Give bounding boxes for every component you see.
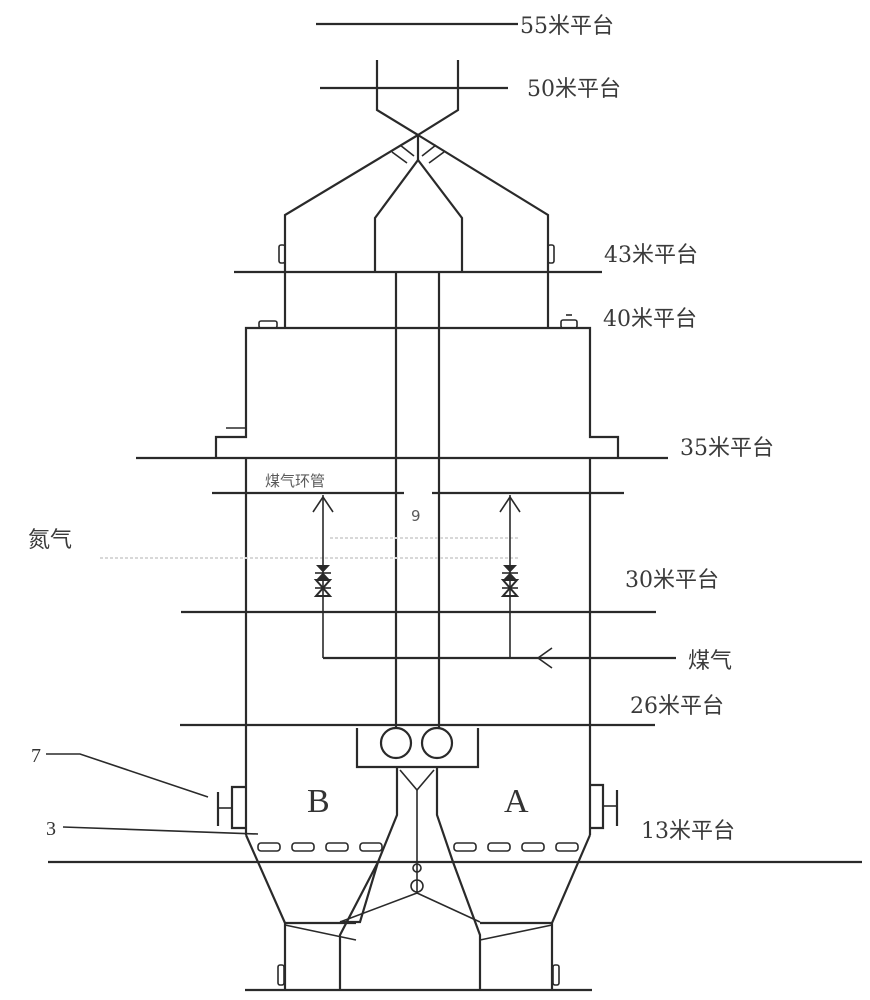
label-30m: 30米平台 <box>625 568 719 593</box>
grate-slots-b <box>257 842 383 852</box>
label-26m: 26米平台 <box>630 694 724 719</box>
leader-3 <box>62 826 259 835</box>
circle-valve-right <box>420 726 454 760</box>
side-fitting-left <box>216 785 246 830</box>
label-43m: 43米平台 <box>604 243 698 268</box>
label-chamber-a: A <box>504 783 529 820</box>
label-40m: 40米平台 <box>603 307 697 332</box>
gas-riser-left <box>312 495 334 658</box>
label-35m: 35米平台 <box>680 436 774 461</box>
label-gas: 煤气 <box>688 649 732 674</box>
upper-body <box>214 326 620 458</box>
label-chamber-b: B <box>307 783 330 820</box>
top-chute-assembly <box>278 60 555 272</box>
circle-valve-left <box>379 726 413 760</box>
label-part-7: 7 <box>31 745 41 767</box>
grate-slots-a <box>453 842 579 852</box>
label-13m: 13米平台 <box>641 819 735 844</box>
leader-7 <box>46 753 209 798</box>
label-nitrogen: 氮气 <box>28 528 72 553</box>
hopper-a <box>479 834 592 990</box>
label-part-3: 3 <box>46 818 56 840</box>
gas-riser-right <box>499 495 521 658</box>
side-fitting-right <box>590 783 619 830</box>
label-part-9: 9 <box>411 507 421 525</box>
distributor-box <box>355 728 480 769</box>
label-55m: 55米平台 <box>520 14 614 39</box>
label-gas-ring-pipe: 煤气环管 <box>265 472 325 490</box>
label-50m: 50米平台 <box>527 77 621 102</box>
arrow-left-icon <box>536 647 553 669</box>
hopper-b <box>244 834 380 990</box>
center-funnel <box>338 767 482 990</box>
